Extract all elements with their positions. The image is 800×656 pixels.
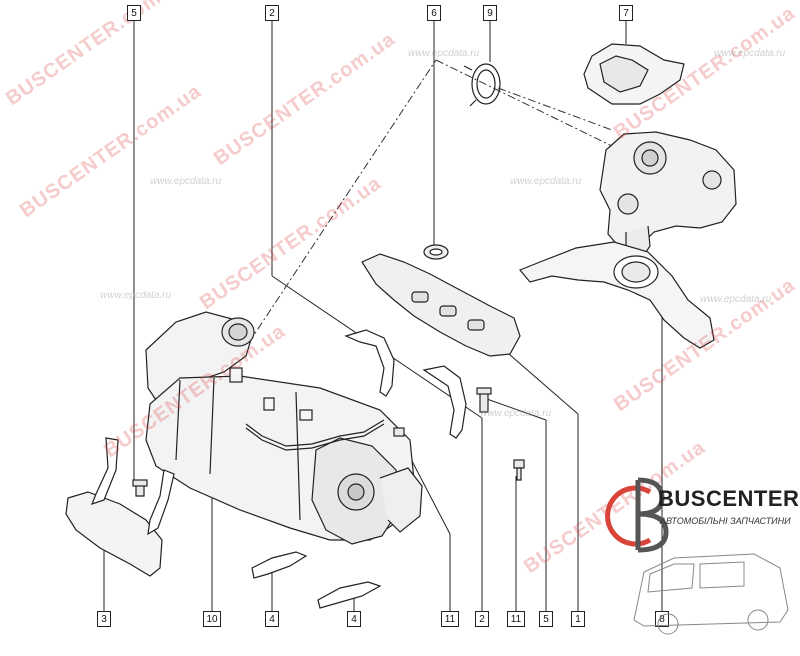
strap-part-4 <box>251 551 382 609</box>
turbocharger <box>599 131 737 259</box>
logo-subtitle: АВТОМОБІЛЬНІ ЗАПЧАСТИНИ <box>660 516 791 526</box>
callout-3: 3 <box>97 611 111 627</box>
particulate-filter-part-10 <box>145 311 423 545</box>
callout-10: 10 <box>203 611 221 627</box>
callout-5: 5 <box>127 5 141 21</box>
callout-4: 4 <box>265 611 279 627</box>
callout-11: 11 <box>507 611 525 627</box>
heat-shield-part-7 <box>583 43 685 105</box>
turbo-heat-shield-part-8 <box>519 241 715 349</box>
lower-heat-shield-part-3 <box>65 437 175 577</box>
leader-line-1-diag <box>501 347 579 415</box>
logo-b-bowl-icon <box>637 477 669 553</box>
logo-van-icon <box>633 553 789 635</box>
callout-2: 2 <box>265 5 279 21</box>
callout-9: 9 <box>483 5 497 21</box>
callout-11: 11 <box>441 611 459 627</box>
callout-2: 2 <box>475 611 489 627</box>
exhaust-manifold-part-1 <box>361 253 521 357</box>
callout-4: 4 <box>347 611 361 627</box>
leader-line-5-diag <box>483 397 547 421</box>
screw-part-11 <box>393 427 525 481</box>
logo-c-arc-icon <box>605 485 652 547</box>
clamp-part-9 <box>463 63 501 107</box>
assembly-line-b <box>435 59 621 151</box>
gasket-part-6 <box>423 244 449 260</box>
support-bracket-part-2 <box>344 329 467 439</box>
logo-name: BUSCENTER <box>658 486 800 511</box>
bolt-part-5 <box>132 387 492 497</box>
callout-7: 7 <box>619 5 633 21</box>
buscenter-logo <box>605 477 789 635</box>
callout-5: 5 <box>539 611 553 627</box>
callout-6: 6 <box>427 5 441 21</box>
assembly-line-c <box>497 87 613 131</box>
assembly-line-a <box>239 59 437 357</box>
callout-1: 1 <box>571 611 585 627</box>
sensor-pipe <box>229 367 385 451</box>
